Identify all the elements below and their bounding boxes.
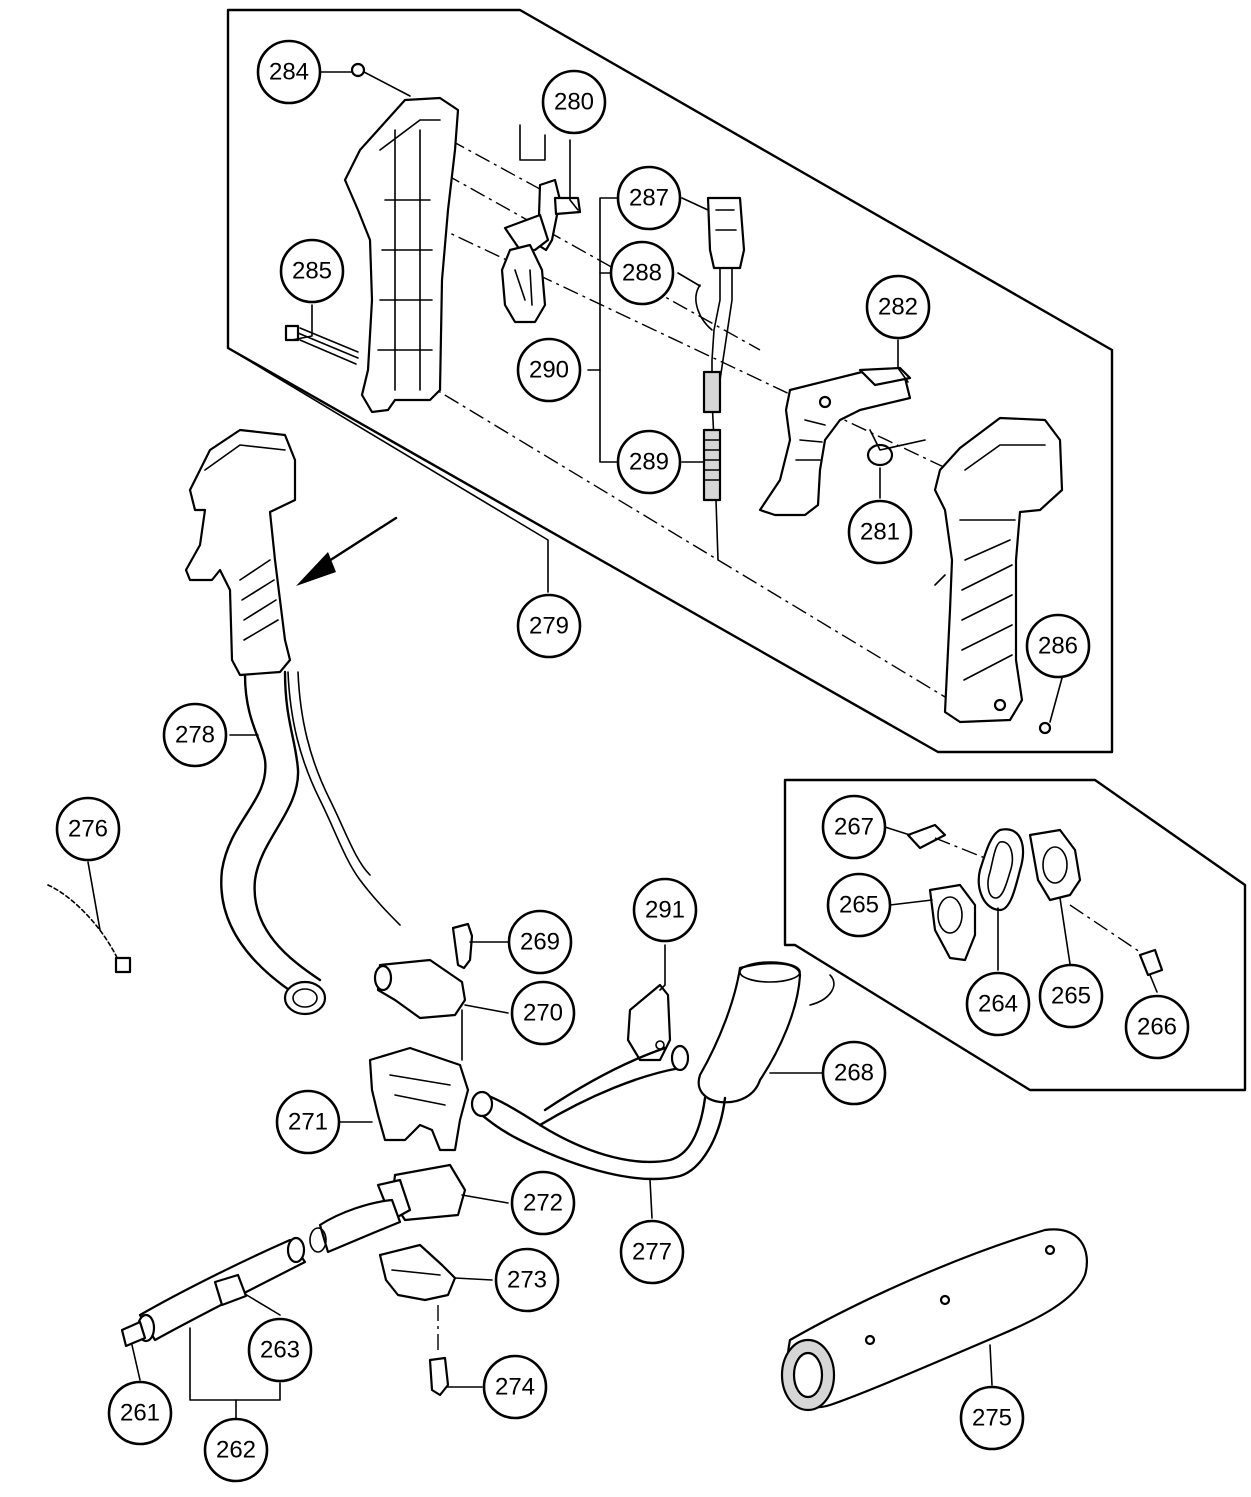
svg-text:271: 271 — [288, 1109, 328, 1136]
callout-265-right: 265 — [1038, 963, 1104, 1029]
svg-text:289: 289 — [629, 449, 669, 476]
assembly-direction-arrow — [296, 516, 398, 586]
svg-text:272: 272 — [523, 1190, 563, 1217]
callout-284: 284 — [256, 39, 322, 105]
bolt-269 — [451, 922, 474, 970]
svg-text:284: 284 — [269, 59, 309, 86]
callout-262: 262 — [203, 1417, 269, 1483]
callout-270: 270 — [510, 980, 576, 1046]
callout-279: 279 — [516, 593, 582, 659]
callout-288: 288 — [609, 240, 675, 306]
cable-tie-276 — [47, 884, 132, 974]
svg-text:279: 279 — [529, 613, 569, 640]
switch-wire-assembly — [695, 196, 746, 561]
clip-267 — [906, 823, 991, 861]
callout-268: 268 — [821, 1040, 887, 1106]
handle-right-half — [933, 416, 1064, 724]
callouts: 284 280 287 288 285 282 290 289 281 279 … — [55, 39, 1190, 1483]
shaft-end-261 — [120, 1320, 147, 1348]
trigger-282 — [758, 366, 912, 517]
svg-text:261: 261 — [120, 1400, 160, 1427]
callout-282: 282 — [865, 274, 931, 340]
clamp-273 — [378, 1243, 457, 1302]
callout-276: 276 — [55, 796, 121, 862]
nut-286 — [1038, 721, 1052, 735]
svg-text:286: 286 — [1038, 633, 1078, 660]
callout-275: 275 — [959, 1385, 1025, 1451]
svg-text:274: 274 — [495, 1374, 535, 1401]
svg-text:265: 265 — [1051, 983, 1091, 1010]
gasket-264 — [977, 828, 1025, 912]
callout-267: 267 — [821, 794, 887, 860]
svg-text:266: 266 — [1137, 1014, 1177, 1041]
grip-268 — [697, 961, 835, 1104]
trigger-link — [500, 178, 582, 324]
handle-left-half — [343, 96, 546, 414]
svg-text:287: 287 — [629, 185, 669, 212]
clamp-270 — [373, 958, 467, 1020]
clamp-265-left — [928, 883, 977, 962]
callout-271: 271 — [275, 1089, 341, 1155]
svg-text:263: 263 — [260, 1337, 300, 1364]
bracket-290 — [587, 197, 619, 463]
svg-text:265: 265 — [839, 892, 879, 919]
svg-text:290: 290 — [529, 357, 569, 384]
handle-assembly-panel — [226, 8, 1114, 754]
callout-272: 272 — [510, 1170, 576, 1236]
screw-285 — [284, 324, 359, 365]
shaft-262 — [136, 1236, 307, 1343]
bolt-274 — [428, 1305, 450, 1397]
svg-text:288: 288 — [622, 260, 662, 287]
svg-text:264: 264 — [978, 991, 1018, 1018]
svg-text:269: 269 — [520, 929, 560, 956]
svg-text:285: 285 — [292, 258, 332, 285]
svg-text:282: 282 — [878, 294, 918, 321]
callout-263: 263 — [247, 1317, 313, 1383]
callout-281: 281 — [847, 499, 913, 565]
screw-284 — [350, 62, 411, 97]
leader-lines — [87, 71, 1158, 1419]
callout-278: 278 — [162, 702, 228, 768]
callout-274: 274 — [482, 1354, 548, 1420]
handlebar-277 — [470, 1090, 727, 1181]
callout-280: 280 — [541, 69, 607, 135]
svg-text:268: 268 — [834, 1060, 874, 1087]
callout-289: 289 — [616, 429, 682, 495]
hanger-291 — [538, 983, 690, 1127]
svg-text:281: 281 — [860, 519, 900, 546]
assembly-axis-lines — [379, 139, 951, 701]
svg-text:277: 277 — [632, 1239, 672, 1266]
callout-285: 285 — [279, 238, 345, 304]
callout-269: 269 — [507, 909, 573, 975]
svg-text:291: 291 — [645, 897, 685, 924]
callout-273: 273 — [494, 1247, 560, 1313]
callout-265-left: 265 — [826, 872, 892, 938]
loop-handle-278 — [184, 428, 401, 1016]
svg-text:262: 262 — [216, 1437, 256, 1464]
svg-text:276: 276 — [68, 816, 108, 843]
callout-291: 291 — [632, 877, 698, 943]
cover-tube-275 — [780, 1228, 1088, 1412]
svg-text:267: 267 — [834, 814, 874, 841]
screw-266 — [1069, 904, 1164, 977]
svg-text:270: 270 — [523, 1000, 563, 1027]
callout-286: 286 — [1025, 613, 1091, 679]
callout-287: 287 — [616, 165, 682, 231]
callout-264: 264 — [965, 971, 1031, 1037]
bracket-271 — [368, 1009, 470, 1152]
svg-text:280: 280 — [554, 89, 594, 116]
spring-281 — [866, 429, 926, 467]
callout-261: 261 — [107, 1380, 173, 1446]
callout-266: 266 — [1124, 994, 1190, 1060]
svg-text:273: 273 — [507, 1267, 547, 1294]
callout-277: 277 — [619, 1219, 685, 1285]
svg-text:275: 275 — [972, 1405, 1012, 1432]
tube-272 — [309, 1163, 467, 1254]
callout-290: 290 — [516, 337, 582, 403]
svg-text:278: 278 — [175, 722, 215, 749]
clamp-265-right — [1028, 828, 1082, 902]
clamp-subpanel — [783, 778, 1247, 1092]
